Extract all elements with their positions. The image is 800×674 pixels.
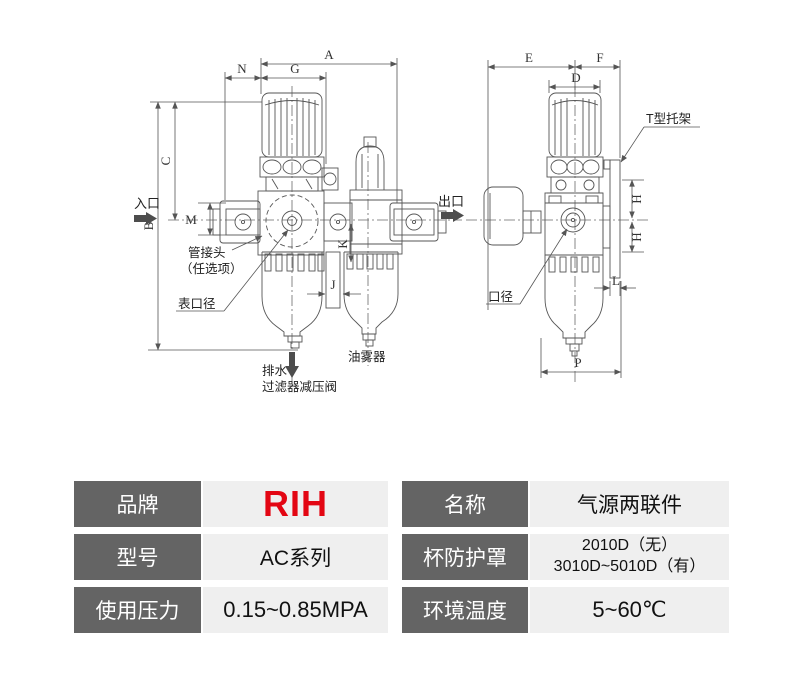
filter-regulator-label: 过滤器减压阀 <box>262 380 337 394</box>
dim-d-label: D <box>571 70 580 85</box>
name-header: 名称 <box>402 481 528 527</box>
model-header: 型号 <box>74 534 201 580</box>
inlet-label: 入口 <box>134 196 160 211</box>
table-row: 型号 AC系列 杯防护罩 2010D（无） 3010D~5010D（有） <box>74 534 729 580</box>
temperature-value: 5~60℃ <box>530 587 729 633</box>
spec-table: 品牌 RIH 名称 气源两联件 型号 AC系列 杯防护罩 2010D（无） 30… <box>74 481 729 640</box>
cup-guard-line2: 3010D~5010D（有） <box>553 558 706 575</box>
outlet-label: 出口 <box>438 194 464 209</box>
cup-guard-value: 2010D（无） 3010D~5010D（有） <box>530 534 729 580</box>
drain-label: 排水 <box>262 364 288 378</box>
model-value: AC系列 <box>203 534 388 580</box>
cup-guard-header: 杯防护罩 <box>402 534 528 580</box>
side-centerlines <box>466 86 650 384</box>
dim-p-label: P <box>574 355 581 370</box>
dim-j-label: J <box>330 277 335 292</box>
front-view: A N G C B M K J 入口 出口 管接头 （任选项） 表口径 排水 过… <box>134 47 464 394</box>
temperature-header: 环境温度 <box>402 587 528 633</box>
pressure-header: 使用压力 <box>74 587 201 633</box>
fitting-label-line2: （任选项） <box>180 262 243 276</box>
port-size-label: 口径 <box>488 290 513 304</box>
gauge-port-label: 表口径 <box>178 297 216 311</box>
lubricator-label: 油雾器 <box>348 350 386 364</box>
side-view-body <box>483 92 621 357</box>
dim-c-label: C <box>158 157 173 166</box>
dim-n-label: N <box>237 61 247 76</box>
fitting-label-line1: 管接头 <box>188 245 226 260</box>
outlet-flow-arrow-icon <box>441 209 464 222</box>
brand-header: 品牌 <box>74 481 201 527</box>
dim-g-label: G <box>290 61 299 76</box>
dim-f-label: F <box>596 50 603 65</box>
pressure-value: 0.15~0.85MPA <box>203 587 388 633</box>
table-row: 品牌 RIH 名称 气源两联件 <box>74 481 729 527</box>
front-view-body <box>212 92 447 349</box>
cup-guard-line1: 2010D（无） <box>581 537 678 555</box>
dim-l-label: L <box>612 273 620 288</box>
table-row: 使用压力 0.15~0.85MPA 环境温度 5~60℃ <box>74 587 729 633</box>
dim-m-label: M <box>185 212 197 227</box>
product-technical-drawing: A N G C B M K J 入口 出口 管接头 （任选项） 表口径 排水 过… <box>134 47 700 394</box>
dim-h-lower-label: H <box>629 232 644 241</box>
name-value: 气源两联件 <box>530 481 729 527</box>
inlet-flow-arrow-icon <box>134 212 157 225</box>
dim-e-label: E <box>525 50 533 65</box>
dim-k-label: K <box>335 239 350 249</box>
dim-b-label: B <box>141 221 156 230</box>
front-view-dimensions <box>148 58 398 351</box>
drain-arrow-icon <box>285 352 299 378</box>
dim-h-upper-label: H <box>629 194 644 203</box>
dim-a-label: A <box>324 47 334 62</box>
bracket-label: T型托架 <box>646 112 691 126</box>
side-view: E F D H H L P T型托架 口径 <box>466 50 700 384</box>
brand-value: RIH <box>203 481 388 527</box>
side-view-dimensions <box>486 60 700 378</box>
